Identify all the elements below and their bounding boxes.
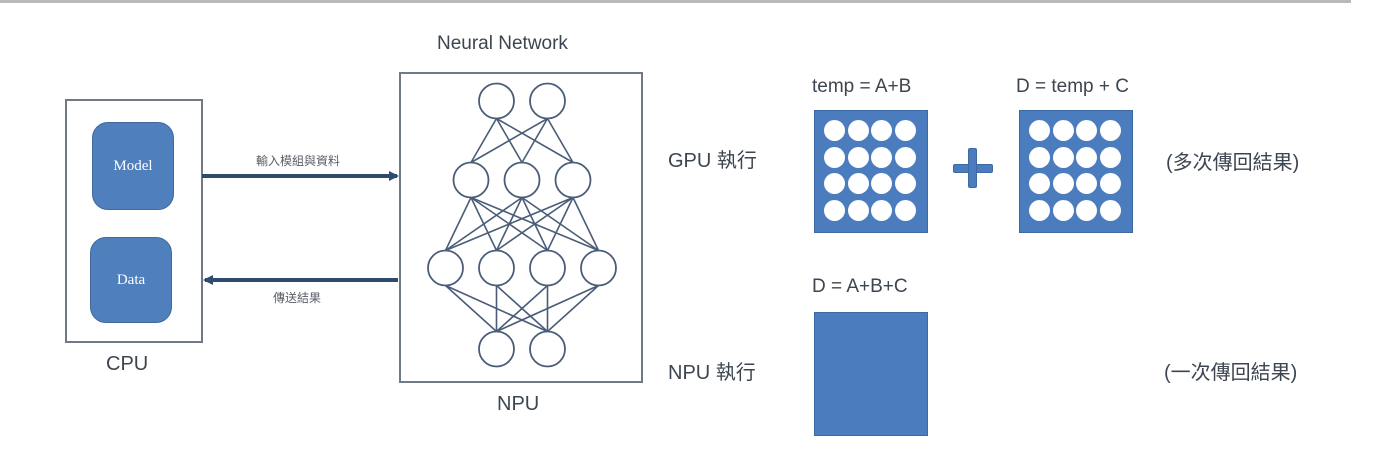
network-edge (521, 118, 549, 163)
matrix-cell-dot (824, 200, 845, 221)
matrix-cell-dot (1029, 120, 1050, 141)
network-edge (572, 197, 600, 251)
network-node (478, 82, 515, 120)
matrix-cell-dot (847, 146, 869, 168)
gpu-multiple-return-note: (多次傳回結果) (1166, 152, 1300, 174)
matrix-cell-dot (1029, 146, 1050, 168)
network-node (478, 330, 515, 368)
matrix-cell-dot (847, 173, 869, 195)
matrix-cell-dot (871, 146, 893, 168)
network-edge (470, 118, 498, 163)
data-label: Data (116, 271, 146, 288)
matrix-cell-dot (1076, 200, 1098, 221)
network-edge (444, 197, 472, 251)
neural-network-graph (427, 82, 617, 368)
matrix-cell-dot (895, 146, 916, 168)
matrix-cell-dot (824, 146, 845, 168)
network-edge (445, 196, 523, 252)
network-edge (470, 117, 548, 164)
neural-network-title: Neural Network (437, 33, 568, 54)
matrix-cell-dot (895, 200, 916, 221)
model-label: Model (113, 157, 153, 174)
matrix-result-gpu (1019, 110, 1133, 233)
npu-single-return-note: (一次傳回結果) (1164, 362, 1298, 384)
matrix-cell-dot (847, 120, 869, 141)
npu-label: NPU (497, 393, 540, 415)
matrix-cell-dot (824, 173, 845, 195)
return-result-label: 傳送結果 (273, 291, 322, 305)
network-edge (546, 284, 600, 333)
send-model-data-label: 輸入模組與資料 (256, 154, 341, 168)
matrix-cell-dot (1100, 200, 1121, 221)
network-edge (546, 197, 574, 251)
network-edge (445, 196, 574, 252)
matrix-cell-dot (1052, 200, 1074, 221)
matrix-cell-dot (871, 120, 893, 141)
matrix-cell-dot (1100, 146, 1121, 168)
network-edge (496, 284, 599, 333)
network-node (452, 161, 490, 199)
matrix-a-caption: temp = A+B (812, 76, 912, 97)
npu-exec-label: NPU 執行 (668, 362, 756, 384)
network-edge (496, 196, 574, 252)
matrix-cell-dot (871, 200, 893, 221)
network-edge (444, 284, 498, 333)
matrix-cell-dot (1076, 120, 1098, 141)
network-edge (546, 118, 574, 163)
matrix-cell-dot (824, 120, 845, 141)
network-edge (495, 284, 549, 333)
matrix-cell-dot (1076, 173, 1098, 195)
network-node (580, 249, 617, 287)
network-node (427, 249, 464, 287)
cpu-label: CPU (106, 353, 149, 375)
data-block: Data (90, 237, 172, 323)
matrix-cell-dot (1052, 146, 1074, 168)
matrix-cell-dot (895, 120, 916, 141)
matrix-cell-dot (1052, 120, 1074, 141)
gpu-exec-label: GPU 執行 (668, 150, 757, 172)
matrix-cell-dot (871, 173, 893, 195)
network-node (478, 249, 515, 287)
plus-operator-vertical (968, 148, 977, 188)
npu-exec-caption: D = A+B+C (812, 276, 908, 297)
matrix-cell-dot (1100, 173, 1121, 195)
network-node (529, 330, 566, 368)
matrix-cell-dot (1052, 173, 1074, 195)
network-node (529, 82, 566, 120)
top-rule (0, 0, 1351, 3)
matrix-cell-dot (1076, 146, 1098, 168)
model-block: Model (92, 122, 174, 210)
matrix-result-npu (814, 312, 928, 436)
matrix-cell-dot (1100, 120, 1121, 141)
matrix-cell-dot (847, 200, 869, 221)
matrix-cell-dot (895, 173, 916, 195)
network-node (554, 161, 592, 199)
npu-container (399, 72, 643, 383)
matrix-b-caption: D = temp + C (1016, 76, 1129, 97)
matrix-cell-dot (1029, 173, 1050, 195)
network-node (529, 249, 566, 287)
network-node (503, 161, 541, 199)
matrix-cell-dot (1029, 200, 1050, 221)
matrix-temp (814, 110, 928, 233)
